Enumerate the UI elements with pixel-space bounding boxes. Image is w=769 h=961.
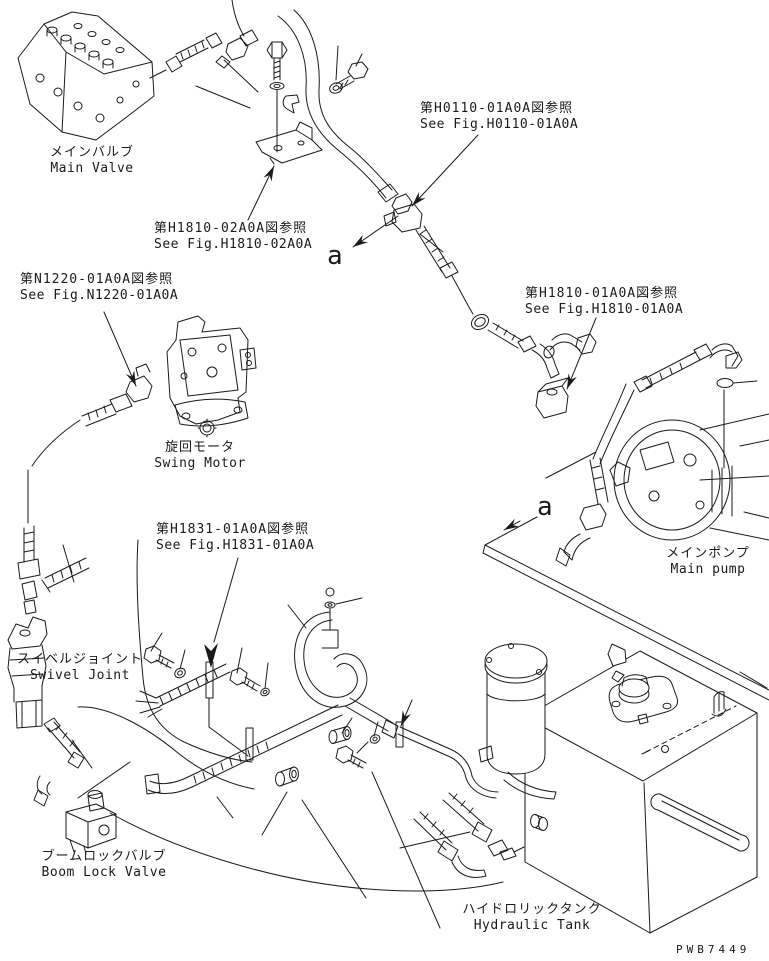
top-bracket-hardware <box>255 41 369 165</box>
label-main-pump: メインポンプ Main pump <box>666 546 750 578</box>
label-hydraulic-tank-jp: ハイドロリックタンク <box>462 902 602 917</box>
pipe-clamp <box>245 727 254 761</box>
fig-ref-h1810-02: 第H1810-02A0A図参照 See Fig.H1810-02A0A <box>154 221 312 253</box>
washer <box>369 734 381 744</box>
tank-mounting-rail <box>482 544 769 701</box>
filter-side-fitting <box>478 745 494 763</box>
label-hydraulic-tank: ハイドロリックタンク Hydraulic Tank <box>462 902 601 934</box>
main-pump-drawing <box>609 413 769 541</box>
filter-drawing <box>478 643 557 800</box>
label-main-valve: メインバルブ Main Valve <box>50 145 134 177</box>
loop-top-bolt <box>321 587 339 649</box>
loop-tube <box>294 611 499 799</box>
label-swivel-joint-jp: スイベルジョイント <box>16 652 144 667</box>
tee-fitting <box>487 839 525 861</box>
fig-ref-h1831: 第H1831-01A0A図参照 See Fig.H1831-01A0A <box>156 522 314 554</box>
part-code: PWB7449 <box>676 943 751 956</box>
fig-ref-n1220: 第N1220-01A0A図参照 See Fig.N1220-01A0A <box>20 272 178 304</box>
tank-side-slot <box>650 793 750 852</box>
arrow-clamp <box>400 699 413 727</box>
boom-lock-valve-drawing <box>33 717 117 855</box>
tank-filler-cap <box>608 670 678 725</box>
tank-hidden-bolt-line <box>641 705 737 755</box>
fig-ref-h0110-jp: 第H0110-01A0A図参照 <box>420 101 574 116</box>
fig-ref-h0110: 第H0110-01A0A図参照 See Fig.H0110-01A0A <box>420 101 578 133</box>
curved-tube-top <box>277 9 393 199</box>
motor-inlet-fittings <box>17 363 153 615</box>
fig-ref-h0110-en: See Fig.H0110-01A0A <box>420 117 579 132</box>
label-boom-lock-valve-en: Boom Lock Valve <box>41 865 167 880</box>
wrapped-pipe-lower <box>144 704 343 795</box>
label-swing-motor-en: Swing Motor <box>154 456 246 471</box>
label-swing-motor-jp: 旋回モータ <box>164 440 235 455</box>
swing-motor-drawing <box>166 315 257 438</box>
washer <box>260 687 270 697</box>
label-boom-lock-valve-jp: ブームロックバルブ <box>41 849 167 864</box>
label-main-pump-jp: メインポンプ <box>666 546 750 561</box>
washer <box>269 82 285 90</box>
fig-ref-n1220-en: See Fig.N1220-01A0A <box>20 288 179 303</box>
fig-ref-h1810-02-en: See Fig.H1810-02A0A <box>154 237 313 252</box>
valve-ports <box>46 23 125 69</box>
hydraulic-tank-drawing <box>524 643 758 934</box>
fig-ref-n1220-jp: 第N1220-01A0A図参照 <box>20 272 174 287</box>
tank-bracket-right <box>711 691 727 717</box>
clamp-leader <box>208 697 249 757</box>
spacer-cylinder <box>328 726 352 744</box>
filter-outlet-pipe <box>503 771 557 800</box>
fig-ref-h1831-en: See Fig.H1831-01A0A <box>156 538 315 553</box>
label-boom-lock-valve: ブームロックバルブ Boom Lock Valve <box>42 849 167 881</box>
arrow-a2 <box>484 516 538 546</box>
center-piping-assembly <box>135 587 499 799</box>
arrow-h1810-01 <box>566 317 597 390</box>
pipe-clamp <box>395 721 404 748</box>
fig-ref-h1831-jp: 第H1831-01A0A図参照 <box>156 522 310 537</box>
cube-block <box>535 377 569 419</box>
section-mark-a2: a <box>537 492 553 522</box>
arrow-h1810-02 <box>247 165 275 221</box>
tank-suction-port <box>530 814 548 831</box>
label-swing-motor: 旋回モータ Swing Motor <box>154 440 246 472</box>
fig-ref-h1810-01: 第H1810-01A0A図参照 See Fig.H1810-01A0A <box>525 286 683 318</box>
main-valve-drawing <box>17 11 167 141</box>
washer <box>329 82 343 94</box>
spacer-cylinder <box>275 766 299 787</box>
section-mark-a1: a <box>327 241 343 271</box>
leader-lines <box>62 45 597 929</box>
frame-outline-curves <box>77 539 504 892</box>
swivel-joint-drawing <box>7 616 48 729</box>
label-main-pump-en: Main pump <box>670 562 746 577</box>
reference-arrows <box>103 134 597 727</box>
hex-bolt <box>229 667 261 692</box>
hex-bolt <box>335 745 367 769</box>
washer <box>174 667 186 679</box>
bolt <box>335 61 369 90</box>
clamp <box>282 94 300 114</box>
valve-body <box>65 790 117 855</box>
label-swivel-joint: スイベルジョイント Swivel Joint <box>17 652 143 684</box>
wrapped-hose-upper <box>135 663 231 718</box>
ring-washer <box>470 313 490 331</box>
elbow-fitting <box>451 855 487 878</box>
bracket-plate <box>255 121 323 165</box>
fig-ref-h1810-01-jp: 第H1810-01A0A図参照 <box>525 286 679 301</box>
label-main-valve-en: Main Valve <box>50 161 134 176</box>
arrow-a1 <box>352 215 399 248</box>
arrow-h1831 <box>204 557 239 668</box>
bolt <box>266 41 288 81</box>
tank-bracket-left <box>607 643 627 667</box>
tank-inlet-hoses <box>413 792 525 878</box>
plug <box>716 378 734 388</box>
label-swivel-joint-en: Swivel Joint <box>30 668 130 683</box>
valve-outlet-hose <box>165 0 259 73</box>
arrow-n1220 <box>103 311 137 387</box>
hex-bolt <box>143 645 175 669</box>
fig-ref-h1810-02-jp: 第H1810-02A0A図参照 <box>154 221 308 236</box>
pump-hose-assembly <box>543 333 758 567</box>
label-main-valve-jp: メインバルブ <box>49 145 135 160</box>
fig-ref-h1810-01-en: See Fig.H1810-01A0A <box>525 302 684 317</box>
arrow-h0110 <box>411 134 479 207</box>
label-hydraulic-tank-en: Hydraulic Tank <box>473 918 591 933</box>
